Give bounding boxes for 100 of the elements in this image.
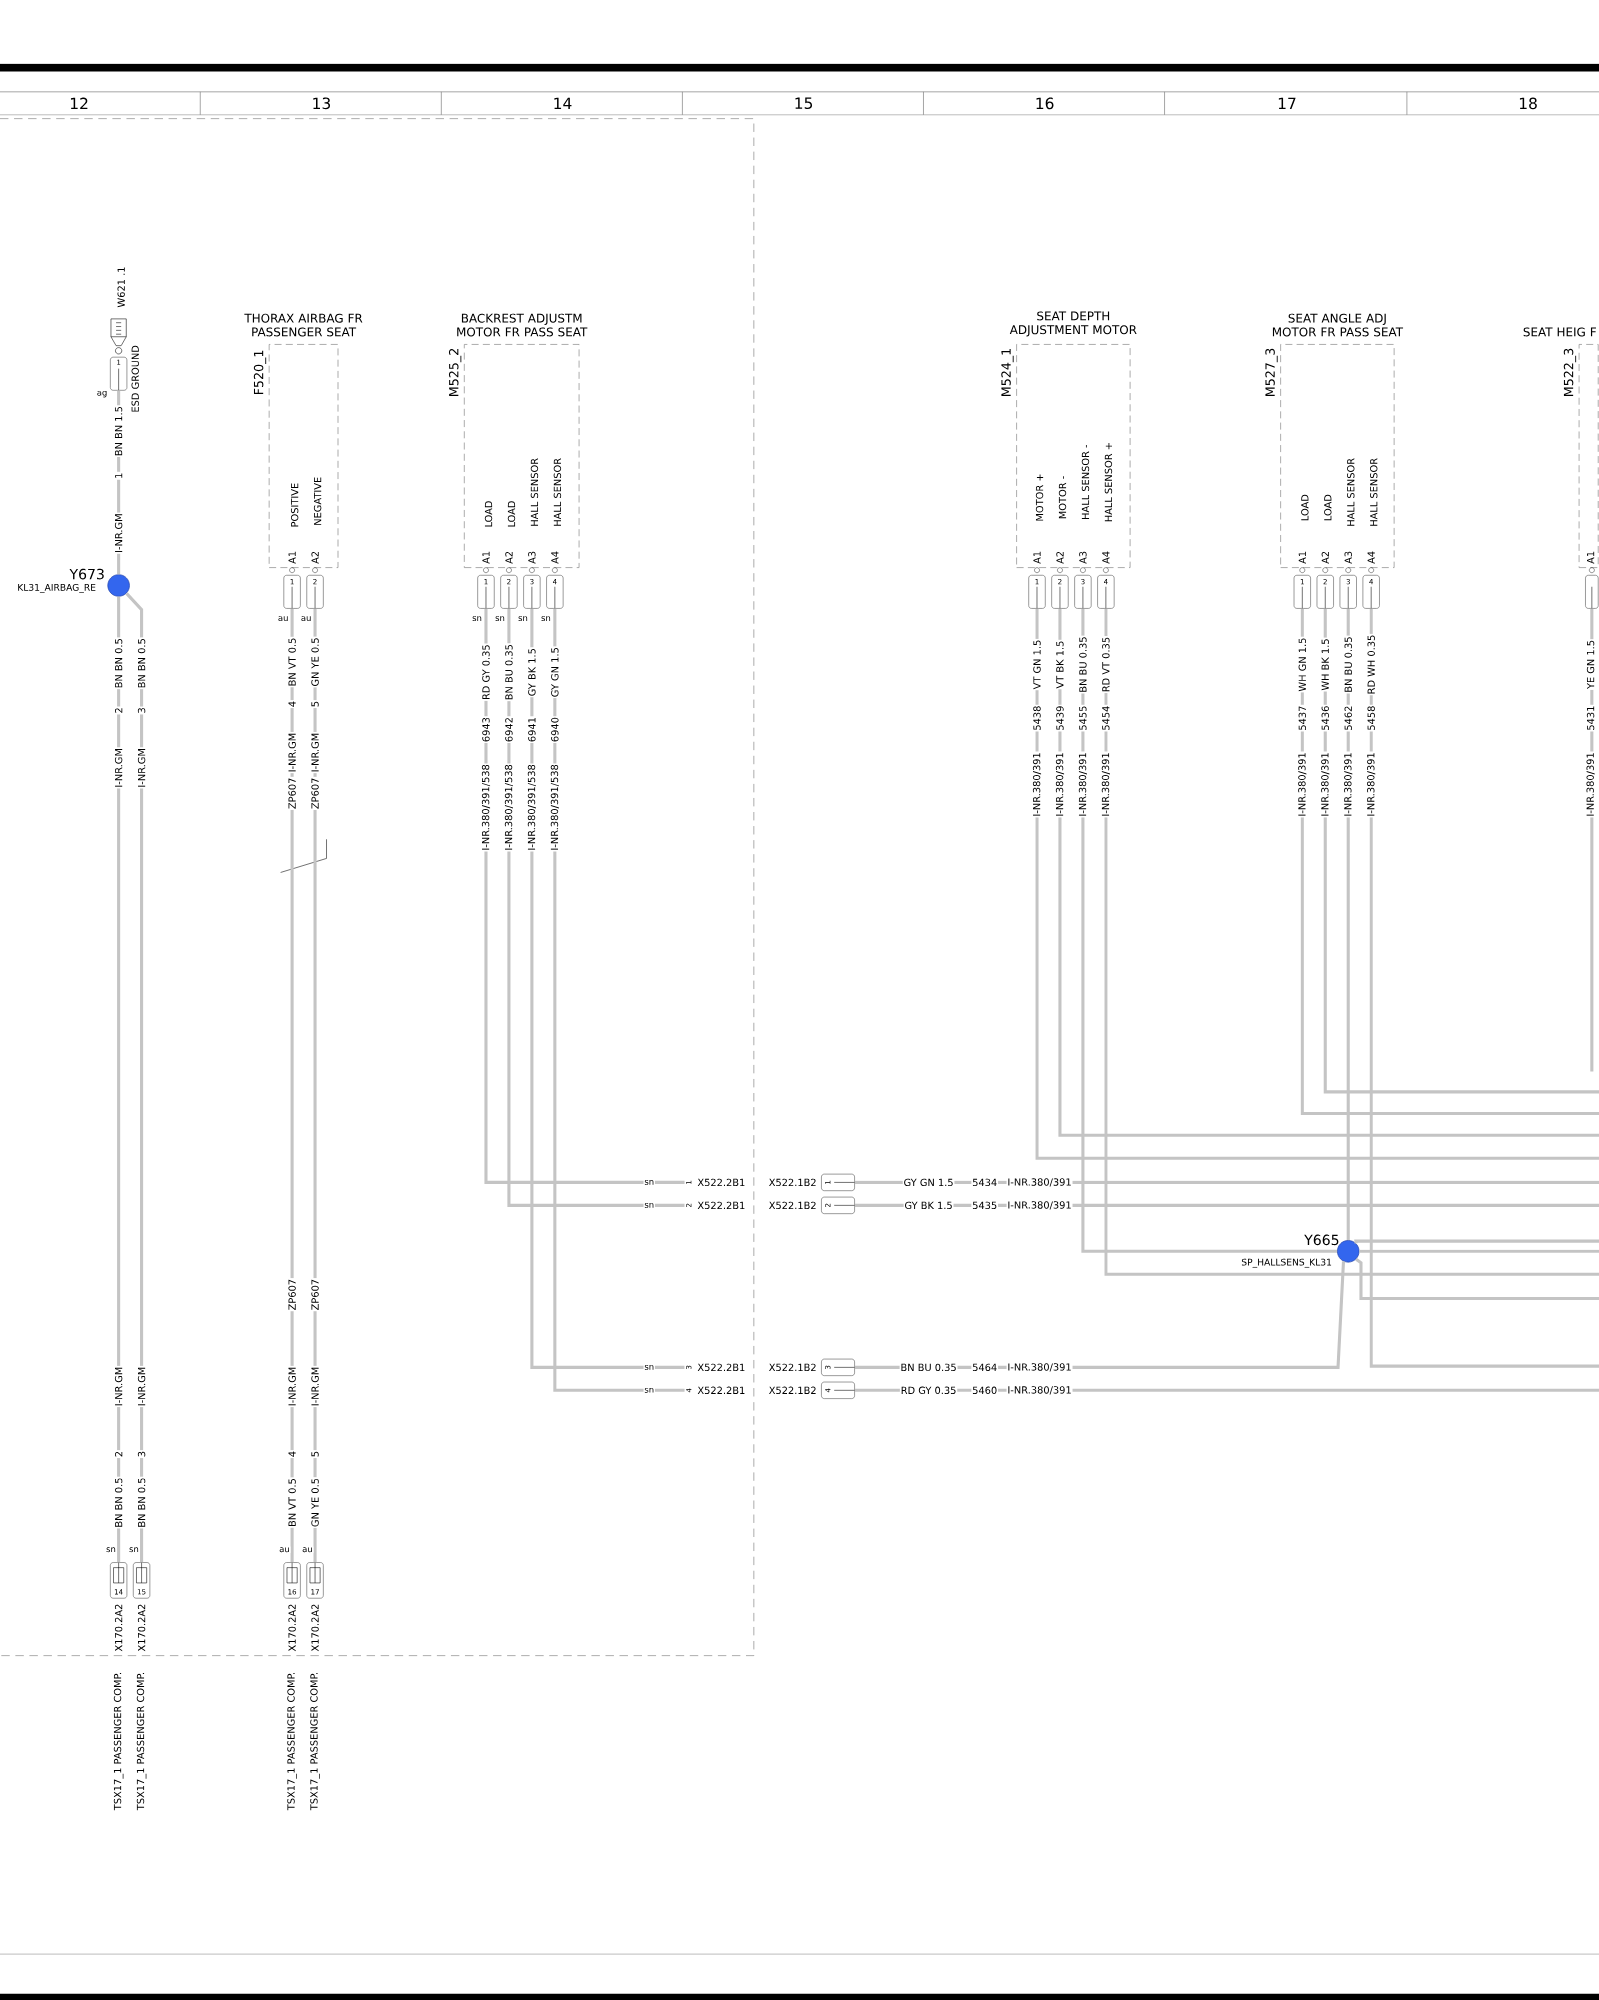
wire-label: 2 bbox=[113, 1450, 123, 1459]
wire-label: I-NR.380/391/538 bbox=[549, 763, 560, 852]
pin-label: A1 bbox=[1297, 550, 1307, 565]
wire-label: 6940 bbox=[550, 716, 560, 743]
wire-label: I-NR.380/391 bbox=[1031, 751, 1042, 818]
wire-label: I-NR.380/391 bbox=[1343, 751, 1353, 818]
connector-label: TSX17_1 PASSENGER COMP. bbox=[135, 1671, 147, 1812]
finish-code: au bbox=[278, 1546, 291, 1554]
wire-label: BN VT 0.5 bbox=[287, 1477, 297, 1528]
pin-label: A2 bbox=[504, 550, 514, 565]
wire-label: 3 bbox=[136, 706, 146, 715]
wire-label: 5437 bbox=[1297, 704, 1307, 732]
wire-label: 5464 bbox=[971, 1362, 998, 1372]
finish-code: sn bbox=[494, 615, 506, 622]
pin-label: HALL SENSOR + bbox=[1103, 441, 1113, 524]
wire-label: GY BK 1.5 bbox=[527, 647, 537, 698]
wire-label: 5 bbox=[310, 700, 320, 709]
wire-label: I-NR.GM bbox=[136, 1365, 146, 1408]
wire-label: I-NR.380/391 bbox=[1006, 1177, 1073, 1188]
node-label: SEAT DEPTH ADJUSTMENT MOTOR bbox=[1009, 311, 1137, 337]
wire-label: I-NR.380/391 bbox=[1585, 751, 1596, 818]
wire-label: ZP607 bbox=[287, 1278, 297, 1312]
pin-label: A4 bbox=[1101, 550, 1111, 565]
wire-label: I-NR.380/391 bbox=[1320, 751, 1330, 818]
wire-label: 6942 bbox=[504, 716, 514, 743]
splice-label: SP_HALLSENS_KL31 bbox=[1240, 1257, 1333, 1269]
column-number: 13 bbox=[310, 96, 332, 110]
wire-label: GN YE 0.5 bbox=[310, 1477, 320, 1528]
wire-label: GY GN 1.5 bbox=[902, 1177, 955, 1187]
pin-label: LOAD bbox=[1300, 493, 1310, 522]
wire-label: I-NR.GM bbox=[287, 731, 297, 774]
wire-label: I-NR.380/391 bbox=[1100, 751, 1111, 818]
pin-label: LOAD bbox=[483, 499, 493, 529]
finish-code: au bbox=[276, 615, 290, 622]
node-label: M522_3 bbox=[1563, 348, 1576, 396]
wire-label: 5 bbox=[310, 1450, 320, 1459]
wire-label: 1 bbox=[113, 471, 123, 480]
node-label: M524_1 bbox=[1001, 348, 1014, 396]
node-label: F520_1 bbox=[253, 350, 266, 395]
wire-label: 5462 bbox=[1343, 704, 1353, 732]
pin-label: A4 bbox=[550, 550, 560, 565]
wire-label: BN BU 0.35 bbox=[504, 643, 514, 702]
finish-code: sn bbox=[643, 1202, 655, 1209]
node-label: W621 .1 bbox=[117, 267, 125, 308]
wire-label: VT GN 1.5 bbox=[1032, 638, 1042, 691]
wire bbox=[1353, 1239, 1599, 1244]
connector-label: TSX17_1 PASSENGER COMP. bbox=[112, 1671, 125, 1812]
wire-label: I-NR.GM bbox=[310, 731, 320, 774]
wire-label: RD GY 0.35 bbox=[481, 643, 491, 701]
wire-label: I-NR.GM bbox=[113, 1365, 123, 1408]
connector-label: X522.1B2 bbox=[768, 1201, 816, 1210]
column-number: 17 bbox=[1276, 96, 1298, 110]
wire-label: ZP607 bbox=[287, 776, 297, 810]
wire-label: 5431 bbox=[1585, 704, 1595, 732]
wire-label: 5460 bbox=[971, 1385, 998, 1395]
wire-label: YE GN 1.5 bbox=[1585, 639, 1595, 690]
pin-label: A1 bbox=[1585, 550, 1595, 565]
connector-label: TSX17_1 PASSENGER COMP. bbox=[286, 1671, 298, 1812]
column-number: 14 bbox=[551, 96, 573, 110]
node-label: M525_2 bbox=[448, 349, 462, 396]
connector-label: X522.2B1 bbox=[697, 1386, 745, 1395]
wire-label: 5458 bbox=[1366, 704, 1376, 732]
wire-label: I-NR.380/391 bbox=[1006, 1385, 1073, 1396]
pin-label: POSITIVE bbox=[289, 481, 299, 529]
wire-label: 5454 bbox=[1101, 704, 1111, 732]
finish-code: sn bbox=[643, 1364, 655, 1371]
wire-label: 5455 bbox=[1078, 704, 1088, 732]
wire-label: I-NR.GM bbox=[136, 747, 146, 789]
finish-code: sn bbox=[471, 615, 483, 622]
wire-label: BN BN 0.5 bbox=[136, 1476, 146, 1529]
pin-label: A4 bbox=[1366, 550, 1376, 565]
node-label: BACKREST ADJUSTM MOTOR FR PASS SEAT bbox=[457, 313, 588, 337]
pin-label: HALL SENSOR bbox=[1368, 457, 1379, 528]
wire-label: WH BK 1.5 bbox=[1320, 637, 1330, 692]
column-number: 18 bbox=[1517, 96, 1539, 110]
pin-label: LOAD bbox=[1323, 493, 1333, 522]
wire-label: I-NR.380/391 bbox=[1006, 1362, 1073, 1373]
wire-label: BN BU 0.35 bbox=[1343, 635, 1353, 694]
wire-label: I-NR.380/391 bbox=[1297, 751, 1307, 818]
connector-label: X522.2B1 bbox=[697, 1363, 745, 1372]
connector-label: X170.2A2 bbox=[287, 1602, 297, 1653]
connector-label: X522.1B2 bbox=[768, 1178, 816, 1187]
pin-label: HALL SENSOR bbox=[552, 457, 562, 528]
pin-label: HALL SENSOR - bbox=[1080, 443, 1090, 521]
wire-label: I-NR.380/391/538 bbox=[480, 763, 491, 852]
column-number: 15 bbox=[792, 96, 814, 110]
column-number: 16 bbox=[1033, 96, 1056, 110]
node-label: ESD GROUND bbox=[131, 345, 139, 412]
pin-label: A2 bbox=[310, 550, 320, 565]
pin-label: A1 bbox=[287, 550, 297, 565]
wire-label: RD WH 0.35 bbox=[1366, 633, 1376, 696]
wire-label: 6943 bbox=[481, 716, 491, 743]
wire-label: ZP607 bbox=[310, 1278, 320, 1312]
node-label: THORAX AIRBAG FR PASSENGER SEAT bbox=[244, 313, 363, 337]
finish-code: sn bbox=[540, 615, 552, 622]
wire-label: RD GY 0.35 bbox=[899, 1385, 958, 1395]
wire-label: 5434 bbox=[971, 1177, 998, 1187]
connector-label: TSX17_1 PASSENGER COMP. bbox=[309, 1671, 321, 1812]
pin-label: A3 bbox=[1078, 550, 1088, 565]
wire-label: 2 bbox=[113, 706, 123, 715]
